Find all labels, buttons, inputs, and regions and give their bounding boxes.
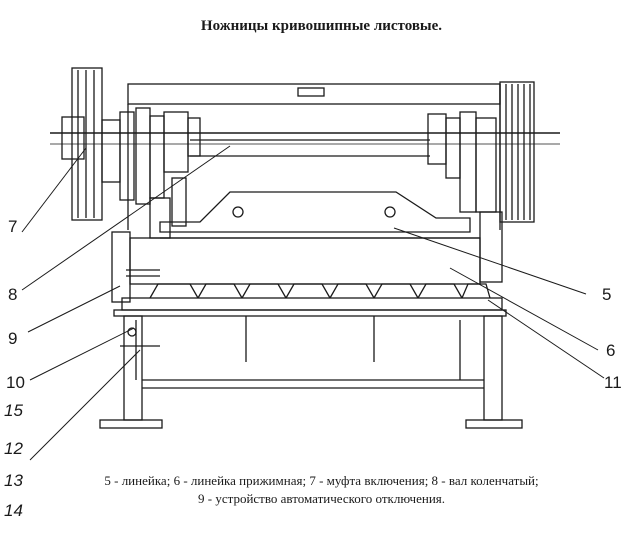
clamp-ruler (129, 237, 481, 285)
callout-6: 6 (606, 341, 615, 360)
callout-7: 7 (8, 217, 17, 236)
callout-11: 11 (604, 373, 622, 392)
pressing-feet (149, 283, 491, 299)
margin-mark-13: 13 (4, 471, 23, 490)
auto-shutoff-device (111, 231, 160, 347)
callout-9: 9 (8, 329, 17, 348)
margin-mark-15: 15 (4, 401, 23, 420)
clutch-assembly (61, 67, 135, 221)
right-flywheel (499, 81, 535, 223)
margin-mark-12: 12 (4, 439, 23, 458)
top-frame (127, 83, 501, 230)
margin-mark-14: 14 (4, 501, 23, 520)
knife-beam (159, 191, 480, 239)
caption-line-1: 5 - линейка; 6 - линейка прижимная; 7 - … (104, 473, 539, 488)
callout-5: 5 (602, 285, 611, 304)
callout-10: 10 (6, 373, 25, 392)
lower-frame (99, 315, 523, 429)
right-bearings (427, 111, 503, 283)
crank-shaft (50, 132, 560, 157)
work-table (113, 297, 507, 362)
callout-8: 8 (8, 285, 17, 304)
left-bearings (135, 107, 201, 239)
leader-lines (21, 145, 605, 461)
caption-line-2: 9 - устройство автоматического отключени… (198, 491, 445, 506)
diagram-title: Ножницы кривошипные листовые. (200, 18, 443, 34)
